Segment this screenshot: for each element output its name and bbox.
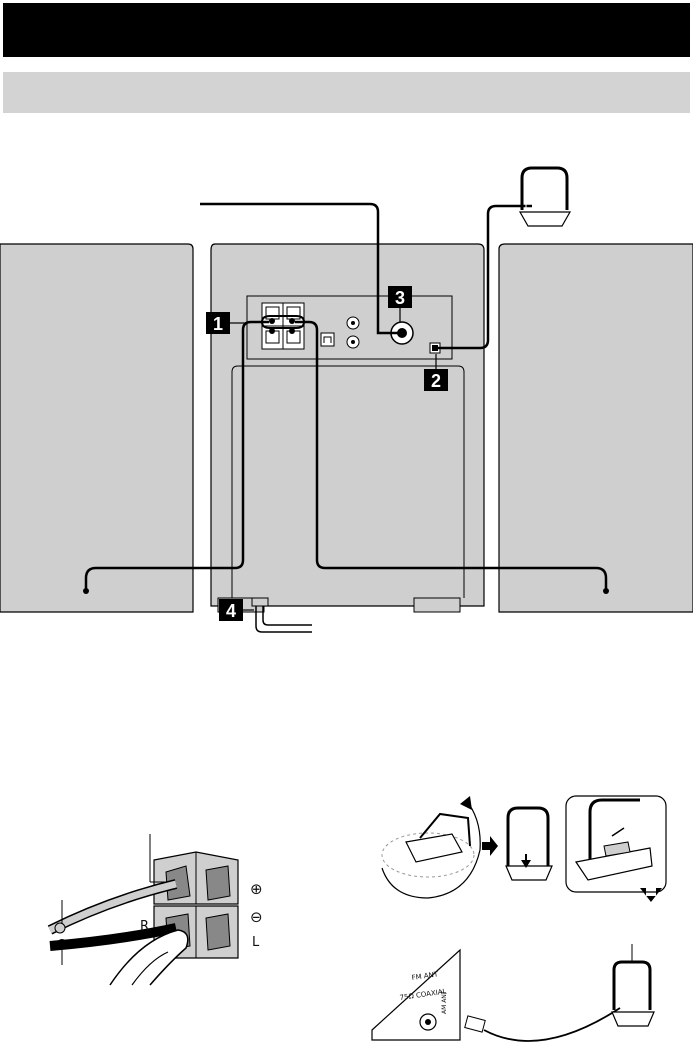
svg-text:R: R bbox=[140, 919, 149, 934]
speaker-terminal-detail: R ⊕ ⊖ L bbox=[50, 834, 263, 985]
svg-text:⊕: ⊕ bbox=[250, 880, 263, 898]
svg-text:⊖: ⊖ bbox=[250, 908, 263, 926]
svg-text:2: 2 bbox=[431, 371, 441, 391]
left-speaker bbox=[0, 244, 193, 612]
svg-text:1: 1 bbox=[213, 314, 223, 334]
am-loop-antenna bbox=[520, 168, 570, 226]
step-badge-1: 1 bbox=[206, 312, 230, 334]
svg-text:AM ANT: AM ANT bbox=[441, 990, 448, 1014]
step-badge-4: 4 bbox=[219, 599, 243, 621]
svg-text:L: L bbox=[252, 935, 260, 950]
antenna-assembly-detail: FM ANT 75Ω COAXIAL AM ANT bbox=[372, 796, 666, 1041]
svg-text:3: 3 bbox=[395, 288, 405, 308]
step-badge-3: 3 bbox=[388, 286, 412, 308]
main-unit bbox=[211, 244, 484, 612]
svg-text:4: 4 bbox=[226, 601, 236, 621]
step-badge-2: 2 bbox=[424, 369, 448, 391]
right-speaker bbox=[499, 244, 693, 612]
